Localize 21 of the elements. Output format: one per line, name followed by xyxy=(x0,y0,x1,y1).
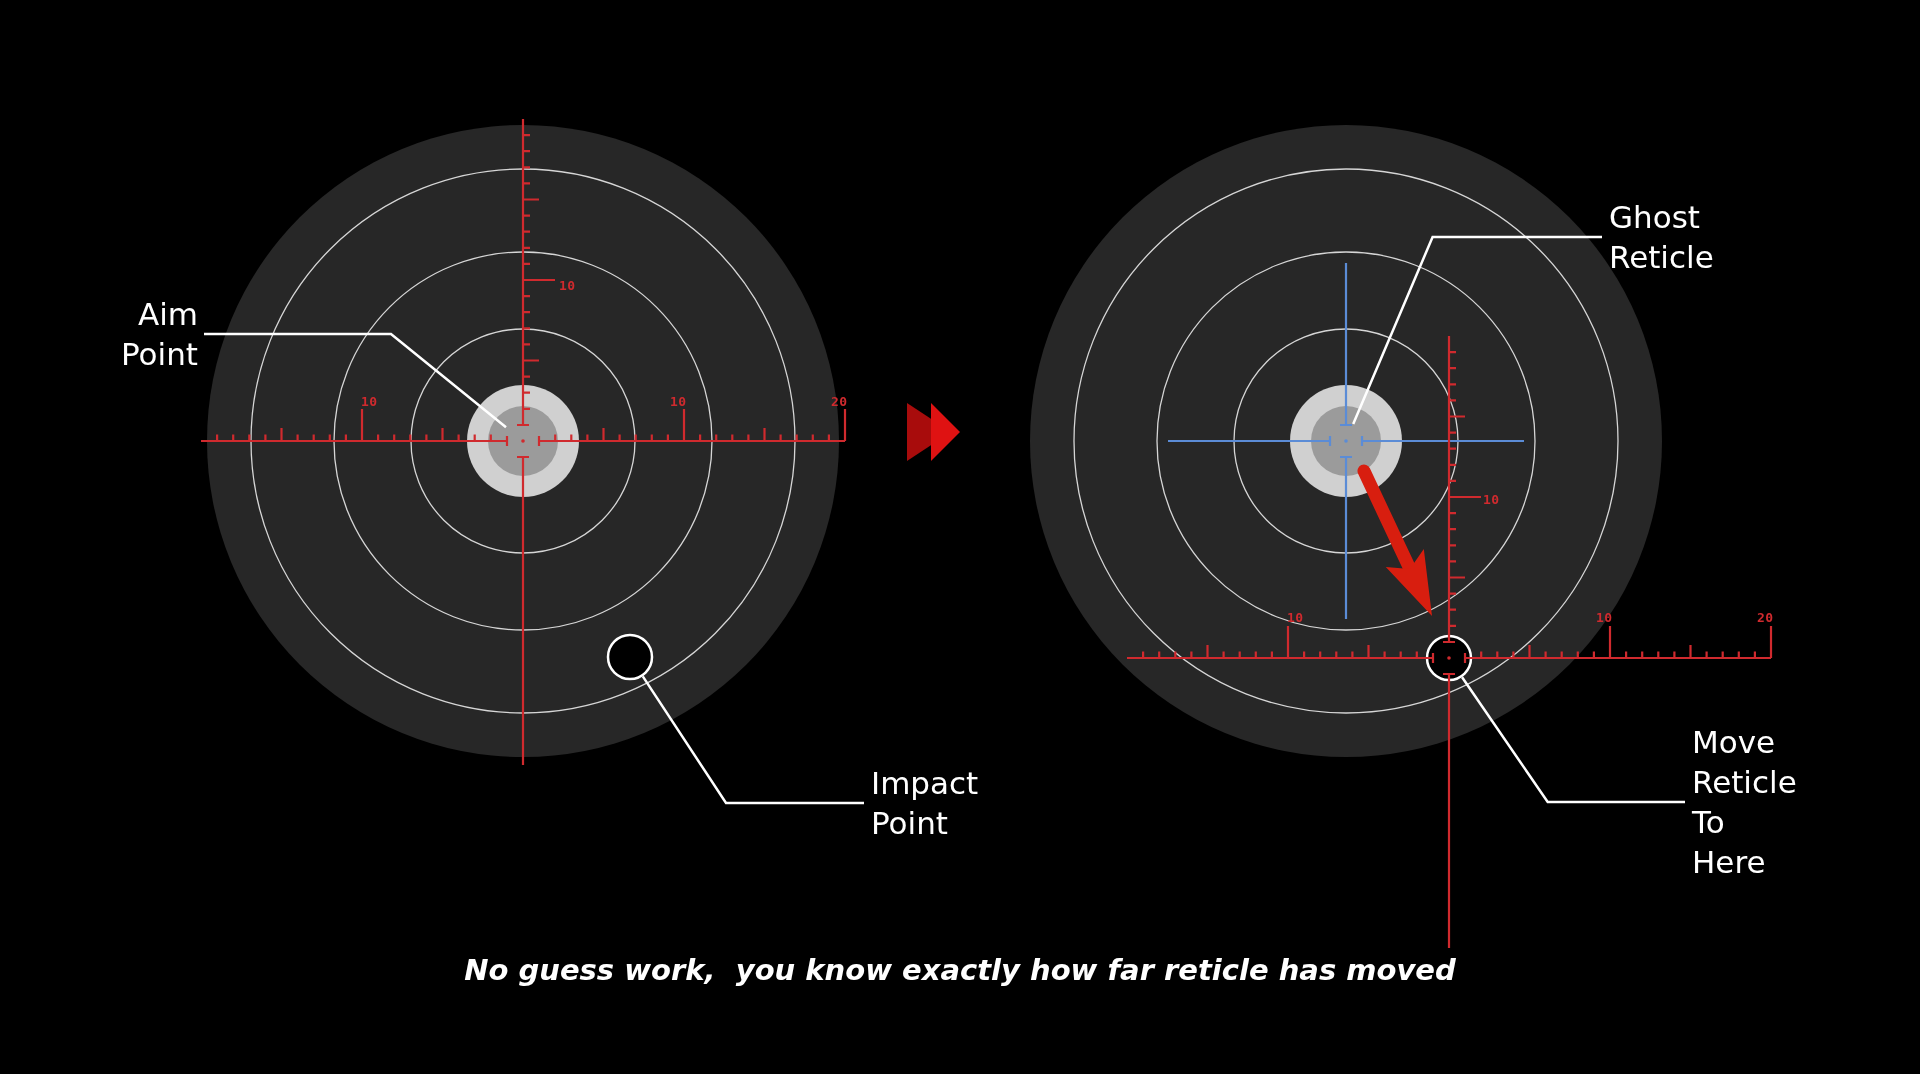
scale-number: 10 xyxy=(1287,610,1304,624)
scale-number: 10 xyxy=(670,394,687,408)
leader-line xyxy=(641,675,864,805)
marker-circle xyxy=(606,633,654,681)
scale-number: 10 xyxy=(361,394,378,408)
callout-text: Aim Point xyxy=(94,294,204,374)
scale-number: 20 xyxy=(1757,610,1774,624)
scale-number: 20 xyxy=(831,394,848,408)
marker-circle xyxy=(1425,634,1473,682)
callout-text: Move Reticle To Here xyxy=(1685,722,1803,882)
scale-number: 10 xyxy=(1483,492,1500,506)
scale-number: 10 xyxy=(1596,610,1613,624)
crosshair-icon xyxy=(1328,423,1364,459)
leader-line xyxy=(1461,676,1685,804)
leader-line xyxy=(1352,235,1602,425)
crosshair-icon xyxy=(505,423,541,459)
callout-text: Impact Point xyxy=(864,763,1000,843)
scale-number: 10 xyxy=(559,278,576,292)
leader-line xyxy=(204,332,507,429)
callout-text: Ghost Reticle xyxy=(1602,197,1734,277)
caption-text: No guess work, you know exactly how far reticle has moved xyxy=(464,953,1456,988)
